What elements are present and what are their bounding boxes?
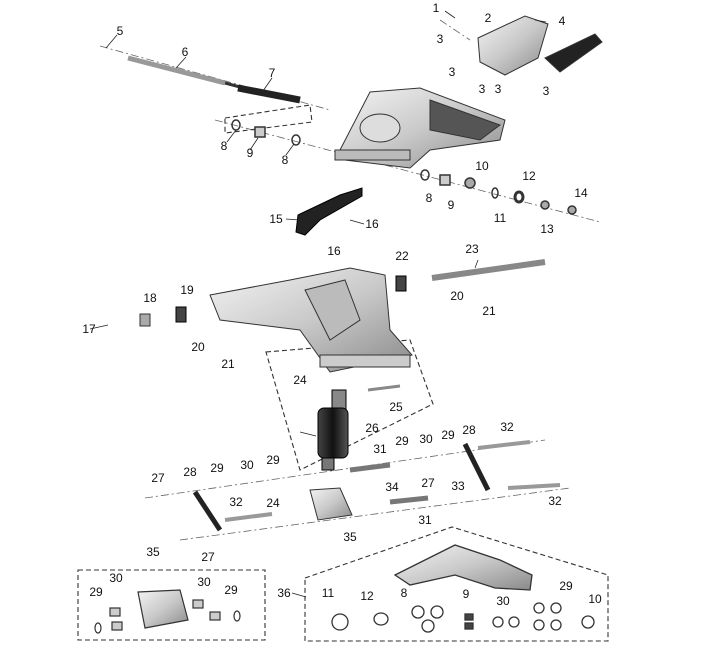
kit-36-callout-12: 12 (360, 589, 374, 603)
callout-11: 11 (493, 211, 507, 225)
callout-9: 9 (246, 146, 254, 160)
callout-8: 8 (425, 191, 433, 205)
callout-18: 18 (143, 291, 157, 305)
callout-27: 27 (201, 550, 215, 564)
callout-8: 8 (220, 139, 228, 153)
cover-part-4 (477, 15, 603, 76)
callout-21: 21 (221, 357, 235, 371)
callout-30: 30 (419, 432, 433, 446)
callout-16: 16 (365, 217, 379, 231)
callout-4: 4 (558, 14, 566, 28)
part-18 (139, 313, 151, 327)
bolt-part-32-left (224, 512, 273, 522)
bolt-part-25 (367, 384, 401, 392)
callout-36: 36 (277, 586, 291, 600)
callout-1: 1 (432, 1, 440, 15)
kit-36-box (304, 526, 609, 642)
kit-36-callout-9: 9 (462, 587, 470, 601)
callout-31: 31 (418, 513, 432, 527)
callout-7: 7 (268, 66, 276, 80)
shock-absorber-part-26 (317, 389, 349, 471)
kit-35-contents (94, 589, 241, 634)
callout-32: 32 (229, 495, 243, 509)
bolt-part-32-right-lower (507, 483, 561, 490)
dashed-groups (77, 104, 609, 642)
callout-29: 29 (210, 461, 224, 475)
callout-23: 23 (465, 242, 479, 256)
leader-lines (89, 10, 547, 598)
callout-12: 12 (522, 169, 536, 183)
callout-6: 6 (181, 45, 189, 59)
rocker-part-35 (309, 487, 353, 521)
callout-24: 24 (266, 496, 280, 510)
callout-17: 17 (82, 322, 96, 336)
link-part-28-right (462, 442, 491, 492)
callout-26: 26 (365, 421, 379, 435)
callout-27: 27 (421, 476, 435, 490)
callout-5: 5 (116, 24, 124, 38)
callout-3: 3 (448, 65, 456, 79)
callout-9: 9 (447, 198, 455, 212)
callout-35: 35 (146, 545, 160, 559)
callout-25: 25 (389, 400, 403, 414)
bushings-top (231, 119, 577, 215)
pin-part-31-lower (389, 495, 429, 505)
callout-32: 32 (548, 494, 562, 508)
kit-35-callout-29: 29 (89, 585, 103, 599)
kit-36-callout-10: 10 (588, 592, 602, 606)
callout-35: 35 (343, 530, 357, 544)
callout-22: 22 (395, 249, 409, 263)
callout-8: 8 (281, 153, 289, 167)
pin-part-23 (431, 259, 546, 281)
callout-16: 16 (327, 244, 341, 258)
callout-3: 3 (436, 32, 444, 46)
lower-swingarm (209, 267, 413, 373)
kit-35-callout-30: 30 (109, 571, 123, 585)
callout-31: 31 (373, 442, 387, 456)
callout-30: 30 (240, 458, 254, 472)
part-19 (175, 306, 187, 323)
bracket-part-15 (295, 187, 363, 236)
shaft-part-7 (237, 84, 301, 104)
link-part-28-left (192, 490, 223, 532)
callout-14: 14 (574, 186, 588, 200)
callout-21: 21 (482, 304, 496, 318)
kit-36-contents (331, 544, 595, 633)
upper-swingarm (334, 87, 506, 169)
kit-35-callout-29: 29 (224, 583, 238, 597)
pin-part-31-upper (349, 462, 391, 473)
callout-29: 29 (395, 434, 409, 448)
callout-28: 28 (462, 423, 476, 437)
callout-2: 2 (484, 11, 492, 25)
kit-36-callout-29: 29 (559, 579, 573, 593)
kit-36-callout-11: 11 (321, 586, 335, 600)
bolt-part-32-right-upper (477, 440, 531, 450)
axle-part-6 (127, 55, 241, 89)
callout-20: 20 (450, 289, 464, 303)
kit-36-callout-30: 30 (496, 594, 510, 608)
kit-35-callout-30: 30 (197, 575, 211, 589)
callout-27: 27 (151, 471, 165, 485)
callout-28: 28 (183, 465, 197, 479)
callout-20: 20 (191, 340, 205, 354)
callout-3: 3 (542, 84, 550, 98)
part-22 (395, 275, 407, 292)
callout-13: 13 (540, 222, 554, 236)
callout-29: 29 (266, 453, 280, 467)
callout-19: 19 (180, 283, 194, 297)
callout-15: 15 (269, 212, 283, 226)
callout-3: 3 (478, 82, 486, 96)
callout-3: 3 (494, 82, 502, 96)
kit-36-callout-8: 8 (400, 586, 408, 600)
callout-29: 29 (441, 428, 455, 442)
callout-33: 33 (451, 479, 465, 493)
callout-34: 34 (385, 480, 399, 494)
callout-24: 24 (293, 373, 307, 387)
callout-10: 10 (475, 159, 489, 173)
callout-32: 32 (500, 420, 514, 434)
